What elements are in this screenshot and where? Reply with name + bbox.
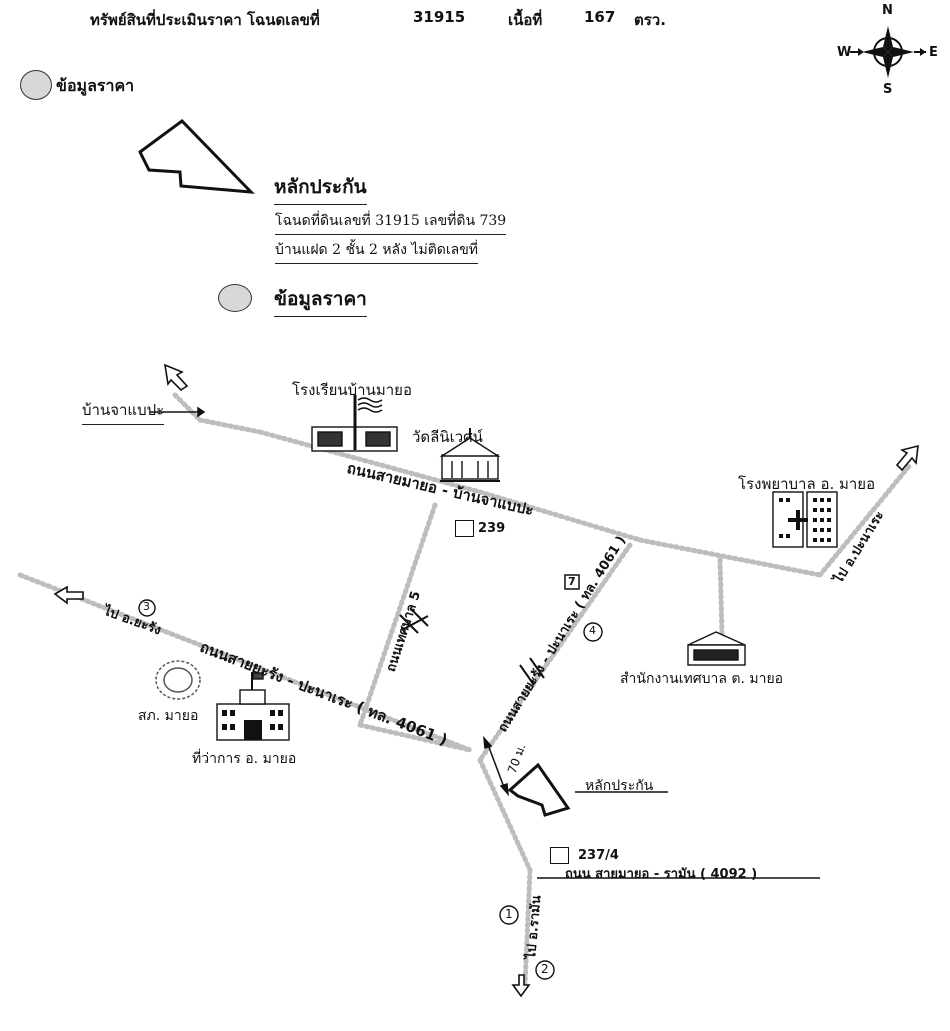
markers — [138, 599, 603, 980]
legend-price-info-top: ข้อมูลราคา — [56, 76, 135, 95]
pointer-lines — [150, 406, 820, 879]
district-office-icon — [216, 672, 290, 741]
legend-collateral-line2: บ้านแฝด 2 ชั้น 2 หลัง ไม่ติดเลขที่ — [275, 239, 479, 264]
label-temple: วัดลีนิเวศน์ — [412, 428, 483, 446]
price-info-dot-icon — [20, 70, 52, 100]
header-area-unit: ตรว. — [634, 11, 666, 29]
legend-price-info: ข้อมูลราคา — [274, 284, 367, 317]
police-seal-icon — [155, 660, 201, 700]
label-district-office: ที่ว่าการ อ. มายอ — [192, 751, 297, 767]
marker-4: 4 — [589, 624, 596, 637]
compass-east: E — [929, 45, 938, 60]
marker-3: 3 — [143, 600, 150, 613]
marker-2: 2 — [541, 962, 549, 976]
compass-south: S — [883, 82, 893, 97]
arrow-down-icon — [511, 974, 531, 998]
header-deed-no: 31915 — [413, 8, 466, 26]
label-police: สภ. มายอ — [138, 708, 199, 724]
label-hospital: โรงพยาบาล อ. มายอ — [738, 475, 876, 493]
label-house-239: 239 — [478, 521, 506, 536]
label-road-mayo-raman: ถนน สายมายอ - รามัน ( 4092 ) — [565, 867, 758, 882]
arrow-up-right-icon — [895, 444, 919, 472]
legend-collateral-shape — [138, 119, 255, 194]
label-municipal-office: สำนักงานเทศบาล ต. มายอ — [620, 671, 784, 687]
municipal-office-icon — [687, 631, 746, 666]
compass-graphic — [850, 26, 926, 78]
header-area-value: 167 — [584, 8, 616, 26]
house-239-marker — [455, 520, 474, 537]
bridge-icon — [399, 607, 545, 686]
direction-arrows — [53, 363, 919, 998]
label-house-237-4: 237/4 — [578, 848, 619, 863]
temple-icon — [439, 428, 501, 482]
arrow-left-icon — [53, 585, 84, 605]
price-info-legend-dot-icon — [218, 284, 252, 312]
house-237-4-marker — [550, 847, 569, 864]
legend-collateral-line1: โฉนดที่ดินเลขที่ 31915 เลขที่ดิน 739 — [275, 210, 507, 235]
header-label: ทรัพย์สินที่ประเมินราคา โฉนดเลขที่ — [90, 11, 320, 29]
label-school: โรงเรียนบ้านมายอ — [292, 381, 412, 399]
compass-north: N — [882, 3, 893, 18]
school-icon — [311, 395, 398, 452]
label-seven-eleven: 7 — [568, 575, 576, 588]
roads — [17, 392, 913, 988]
legend-collateral-title: หลักประกัน — [274, 172, 367, 205]
seven-eleven-icon — [564, 574, 580, 590]
hospital-icon — [772, 491, 838, 548]
collateral-parcel-shape — [507, 762, 571, 817]
label-collateral-map: หลักประกัน — [585, 778, 654, 794]
compass-west: W — [837, 45, 852, 60]
arrow-up-left-icon — [163, 363, 189, 392]
header-area-label: เนื้อที่ — [508, 11, 543, 29]
label-ban-ja-be-pa: บ้านจาแบปะ — [82, 398, 165, 425]
marker-1: 1 — [505, 907, 513, 921]
